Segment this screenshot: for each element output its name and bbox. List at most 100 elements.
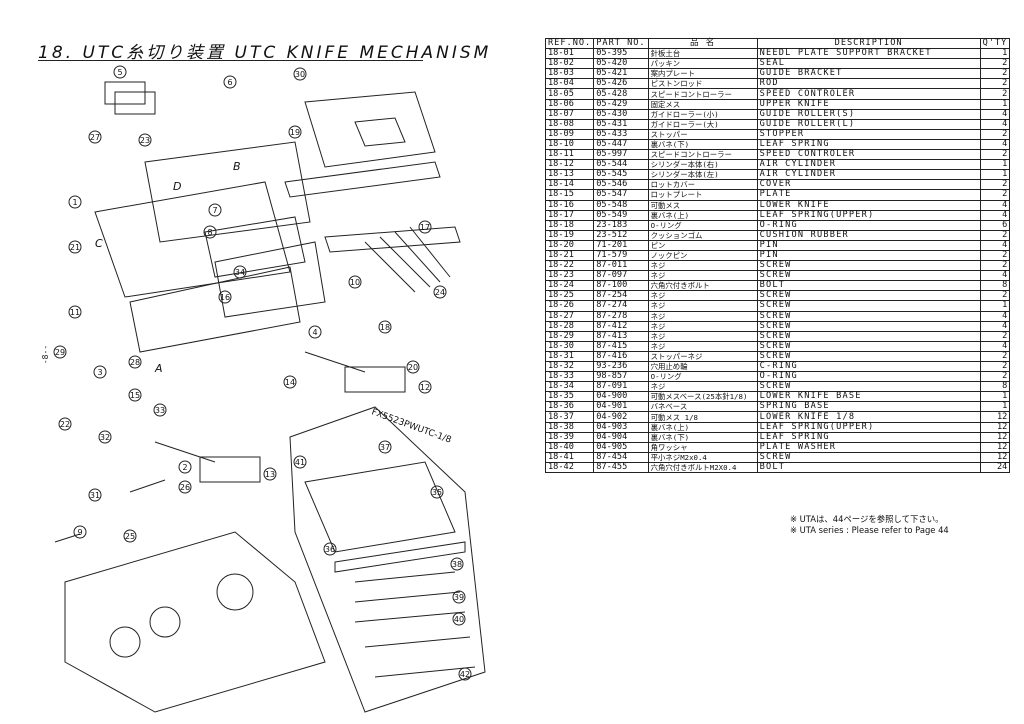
cell-qty: 12	[979, 411, 1011, 423]
cell-jp-name: ネジ	[647, 381, 758, 393]
cell-description: PIN	[756, 239, 981, 251]
cell-qty: 4	[979, 320, 1011, 332]
cell-jp-name: パッキン	[647, 58, 758, 70]
callout-8: 8	[207, 228, 212, 237]
cell-description: AIR CYLINDER	[756, 159, 981, 171]
callout-25: 25	[125, 532, 135, 541]
cell-jp-name: 可動メス 1/8	[647, 411, 758, 423]
cell-part-no: 87-254	[593, 290, 649, 302]
cell-qty: 2	[979, 179, 1011, 191]
cell-part-no: 05-997	[593, 149, 649, 161]
cell-qty: 4	[979, 138, 1011, 151]
callout-16: 16	[220, 293, 230, 302]
parts-list-table: REF.NO. PART NO. 品 名 DESCRIPTION Q'TY 18…	[544, 37, 1011, 474]
cell-ref-no: 18-12	[544, 159, 595, 171]
cell-description: SCREW	[756, 451, 981, 463]
callout-19: 19	[290, 128, 300, 137]
cell-qty: 4	[979, 108, 1011, 120]
cell-jp-name: ガイドローラー(大)	[647, 118, 758, 130]
cell-part-no: 04-901	[593, 401, 649, 413]
cell-description: SCREW	[756, 320, 981, 332]
callout-37: 37	[380, 443, 390, 452]
cell-qty: 2	[979, 350, 1011, 363]
cell-ref-no: 18-01	[544, 48, 595, 60]
cell-ref-no: 18-08	[544, 118, 595, 130]
callout-39: 39	[454, 593, 464, 602]
cell-qty: 12	[979, 431, 1011, 443]
cell-description: GUIDE ROLLER(L)	[756, 118, 981, 130]
callout-18: 18	[380, 323, 390, 332]
callout-35: 35	[432, 488, 442, 497]
cell-part-no: 04-902	[593, 411, 649, 423]
sub-assembly-label: FX5523PWUTC-1/8	[370, 407, 453, 445]
cell-qty: 4	[979, 118, 1011, 130]
cell-ref-no: 18-22	[544, 260, 595, 272]
cell-qty: 12	[979, 421, 1011, 433]
callout-7: 7	[212, 206, 217, 215]
cell-jp-name: ネジ	[647, 310, 758, 322]
cell-qty: 1	[979, 401, 1011, 413]
letter-b: B	[233, 160, 241, 173]
cell-ref-no: 18-35	[544, 391, 595, 403]
cell-part-no: 05-420	[593, 58, 649, 70]
cell-ref-no: 18-29	[544, 330, 595, 342]
cell-part-no: 05-447	[593, 138, 649, 151]
cell-ref-no: 18-30	[544, 340, 595, 352]
cell-ref-no: 18-19	[544, 229, 595, 241]
cell-ref-no: 18-42	[544, 461, 595, 474]
cell-qty: 2	[979, 78, 1011, 90]
cell-qty: 2	[979, 68, 1011, 80]
cell-ref-no: 18-03	[544, 68, 595, 80]
cell-jp-name: O-リング	[647, 371, 758, 383]
cell-qty: 12	[979, 451, 1011, 463]
cell-qty: 1	[979, 98, 1011, 110]
cell-part-no: 87-416	[593, 350, 649, 363]
callout-41: 41	[295, 458, 305, 467]
callout-2: 2	[182, 463, 187, 472]
callout-3: 3	[97, 368, 102, 377]
cell-part-no: 05-545	[593, 169, 649, 181]
cell-jp-name: 平小ネジM2x0.4	[647, 451, 758, 463]
cell-ref-no: 18-05	[544, 88, 595, 100]
cell-jp-name: 裏バネ(下)	[647, 138, 758, 151]
cell-description: SCREW	[756, 381, 981, 393]
callout-28: 28	[130, 358, 140, 367]
cell-description: BOLT	[756, 461, 981, 474]
cell-qty: 24	[979, 461, 1011, 474]
letter-a: A	[154, 362, 163, 375]
cell-qty: 2	[979, 88, 1011, 100]
cell-qty: 4	[979, 199, 1011, 211]
callout-22: 22	[60, 420, 70, 429]
cell-part-no: 87-413	[593, 330, 649, 342]
cell-part-no: 05-544	[593, 159, 649, 171]
cell-qty: 2	[979, 128, 1011, 140]
cell-description: PLATE	[756, 189, 981, 201]
cell-description: SCREW	[756, 340, 981, 352]
cell-ref-no: 18-27	[544, 310, 595, 322]
cell-jp-name: ストッパー	[647, 128, 758, 140]
cell-jp-name: ネジ	[647, 270, 758, 282]
cell-part-no: 05-426	[593, 78, 649, 90]
cell-jp-name: 角ワッシャ	[647, 441, 758, 453]
cell-ref-no: 18-33	[544, 371, 595, 383]
cell-jp-name: ロットカバー	[647, 179, 758, 191]
cell-jp-name: クッションゴム	[647, 229, 758, 241]
callout-9: 9	[77, 528, 82, 537]
cell-jp-name: ネジ	[647, 290, 758, 302]
callout-27: 27	[90, 133, 100, 142]
callout-10: 10	[350, 278, 360, 287]
cell-description: PIN	[756, 249, 981, 262]
cell-jp-name: ネジ	[647, 340, 758, 352]
